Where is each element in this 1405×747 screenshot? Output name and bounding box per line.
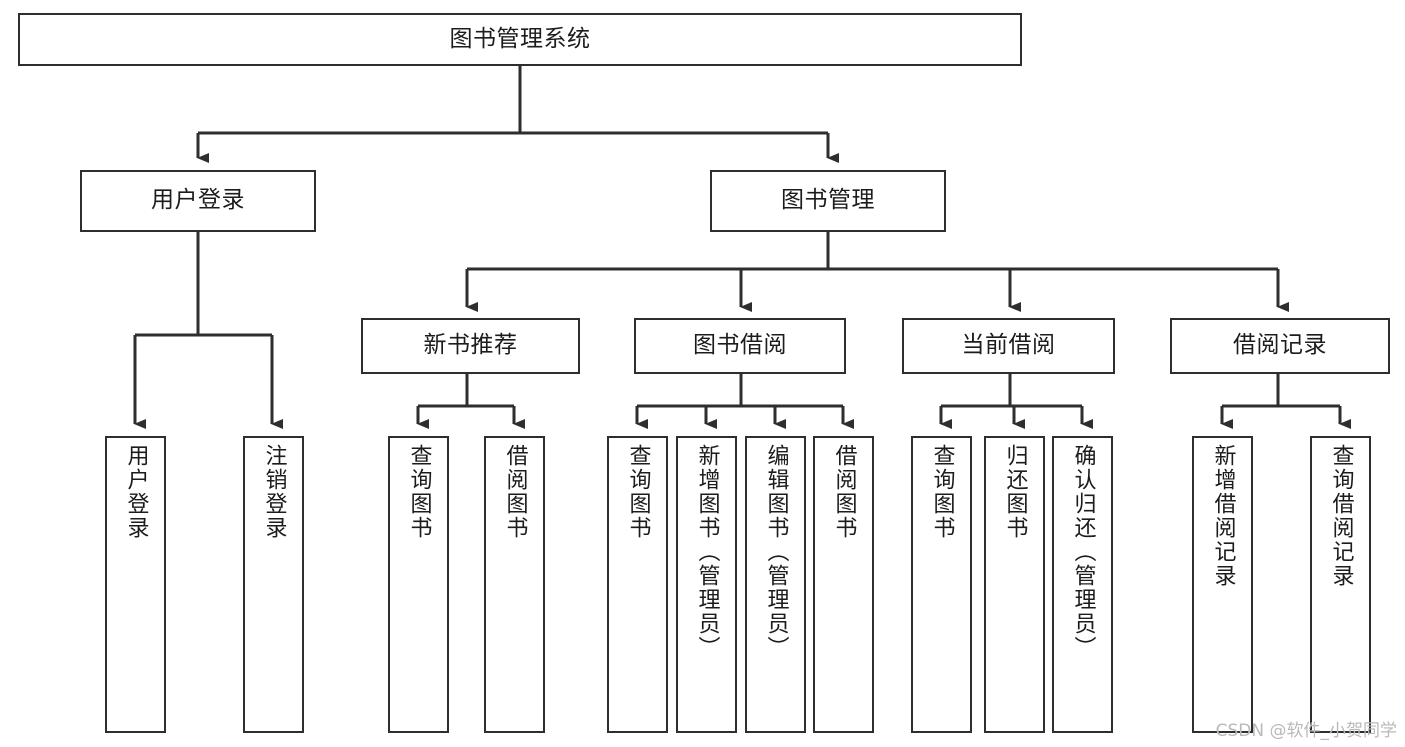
node-current-borrow[interactable]: 当前借阅 (902, 318, 1115, 374)
node-leaf-query-book-3-label: 查询图书 (929, 444, 955, 540)
node-leaf-edit-book[interactable]: 编辑图书（管理员） (745, 436, 806, 733)
node-leaf-return-book-label: 归还图书 (1002, 444, 1028, 540)
node-leaf-add-record-label: 新增借阅记录 (1210, 444, 1236, 588)
node-root[interactable]: 图书管理系统 (18, 13, 1022, 66)
node-leaf-borrow-book-2[interactable]: 借阅图书 (813, 436, 874, 733)
node-leaf-confirm-return-label: 确认归还（管理员） (1070, 444, 1096, 660)
node-book-borrow-label: 图书借阅 (693, 332, 787, 359)
node-book-borrow[interactable]: 图书借阅 (634, 318, 846, 374)
node-leaf-add-record[interactable]: 新增借阅记录 (1192, 436, 1253, 733)
node-leaf-return-book[interactable]: 归还图书 (984, 436, 1045, 733)
node-borrow-record[interactable]: 借阅记录 (1170, 318, 1390, 374)
node-leaf-query-record-label: 查询借阅记录 (1328, 444, 1354, 588)
node-leaf-user-login-label: 用户登录 (123, 444, 149, 540)
node-leaf-query-book-2[interactable]: 查询图书 (607, 436, 668, 733)
node-user-login-label: 用户登录 (151, 187, 245, 214)
node-current-borrow-label: 当前借阅 (961, 332, 1056, 359)
node-leaf-query-book-2-label: 查询图书 (625, 444, 651, 540)
node-new-book-recommend-label: 新书推荐 (423, 332, 518, 359)
node-leaf-borrow-book-1[interactable]: 借阅图书 (484, 436, 545, 733)
node-user-login[interactable]: 用户登录 (80, 170, 316, 232)
node-leaf-confirm-return[interactable]: 确认归还（管理员） (1052, 436, 1113, 733)
node-book-management[interactable]: 图书管理 (710, 170, 946, 232)
node-leaf-borrow-book-2-label: 借阅图书 (831, 444, 857, 540)
node-leaf-logout-login-label: 注销登录 (261, 444, 287, 540)
node-root-label: 图书管理系统 (449, 25, 591, 52)
node-leaf-add-book[interactable]: 新增图书（管理员） (676, 436, 737, 733)
node-borrow-record-label: 借阅记录 (1233, 332, 1327, 359)
node-leaf-user-login[interactable]: 用户登录 (105, 436, 166, 733)
node-new-book-recommend[interactable]: 新书推荐 (361, 318, 580, 374)
node-leaf-query-book-3[interactable]: 查询图书 (911, 436, 972, 733)
node-leaf-logout-login[interactable]: 注销登录 (243, 436, 304, 733)
node-leaf-query-book-1-label: 查询图书 (406, 444, 432, 540)
node-leaf-edit-book-label: 编辑图书（管理员） (763, 444, 789, 660)
watermark: CSDN @软件_小贺同学 (1215, 721, 1397, 741)
node-leaf-add-book-label: 新增图书（管理员） (694, 444, 720, 660)
node-leaf-borrow-book-1-label: 借阅图书 (502, 444, 528, 540)
node-leaf-query-record[interactable]: 查询借阅记录 (1310, 436, 1371, 733)
node-book-management-label: 图书管理 (781, 187, 875, 214)
node-leaf-query-book-1[interactable]: 查询图书 (388, 436, 449, 733)
